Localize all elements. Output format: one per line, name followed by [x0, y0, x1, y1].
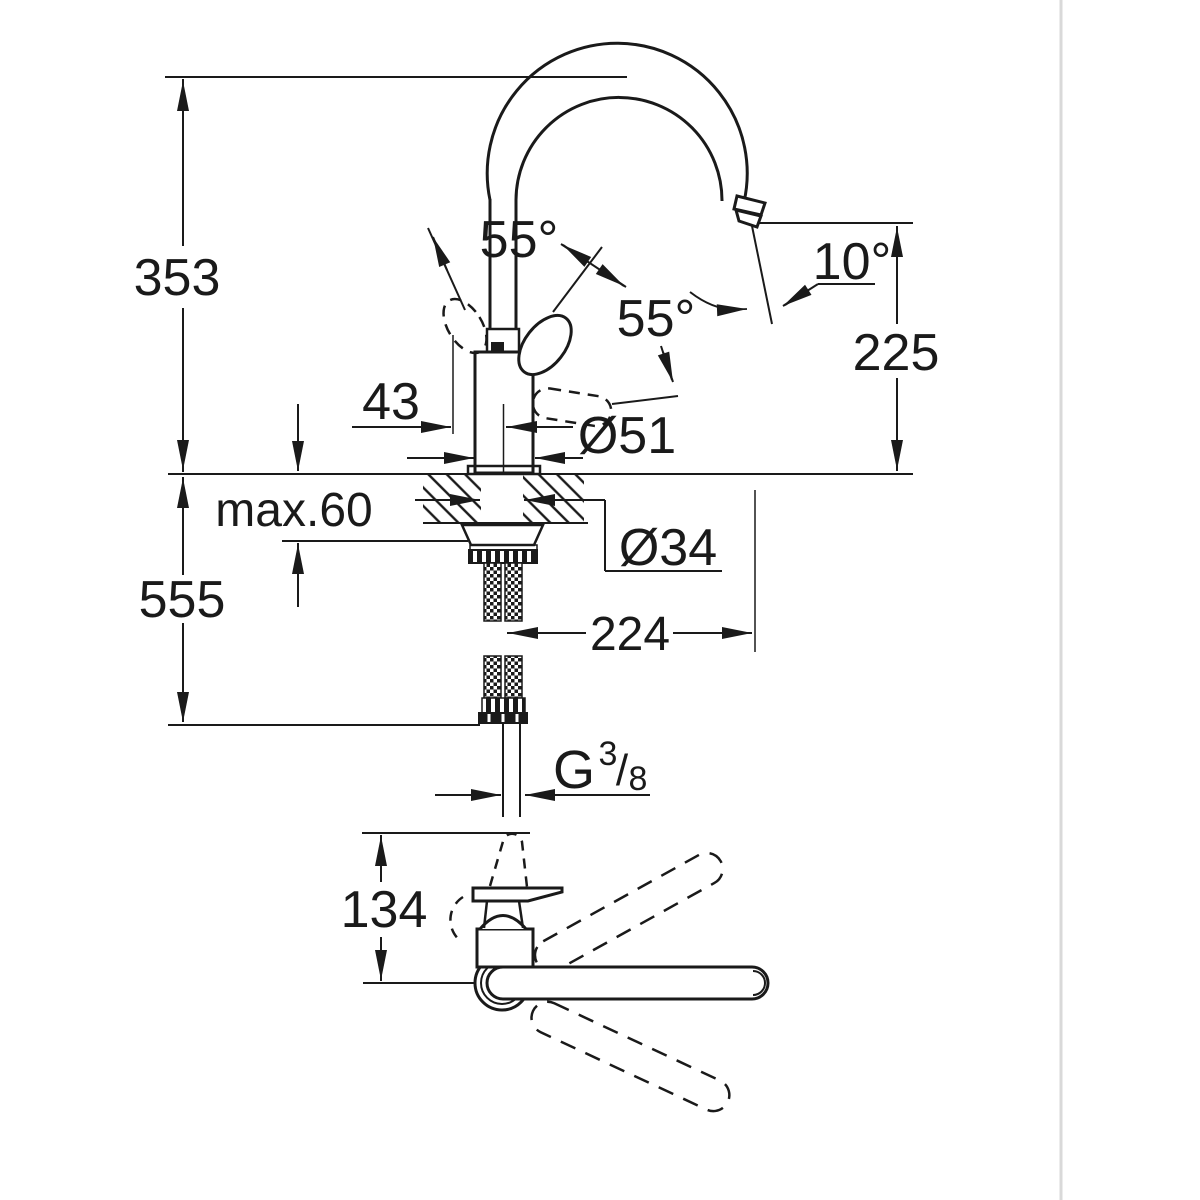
lever-dashed-swung	[449, 895, 464, 944]
mounting-shank	[460, 523, 545, 817]
dimension-max60	[282, 404, 468, 607]
shank-nut	[468, 549, 538, 564]
g38-num: 3	[599, 735, 618, 773]
dim-134-label: 134	[341, 881, 428, 939]
spout-dashed-upper	[533, 851, 724, 973]
g38-den: 8	[629, 760, 648, 798]
spout-plan-bar	[485, 965, 770, 1001]
dim-43-label: 43	[362, 373, 420, 431]
spout-outer-arc	[485, 41, 749, 203]
hose-braid-left-upper	[483, 562, 502, 622]
hose-braid-right-lower	[504, 655, 523, 699]
dim-g38-label: G 3 / 8	[553, 735, 647, 800]
dim-55-swivel-label: 55°	[480, 211, 559, 269]
lever-plate	[471, 886, 564, 903]
dimension-43	[352, 335, 573, 472]
g38-g: G	[553, 740, 595, 800]
spout-tip	[733, 207, 763, 229]
lever-hub	[491, 342, 504, 352]
dim-224-label: 224	[590, 608, 670, 661]
spout-arc	[485, 41, 767, 229]
dim-55-lever-label: 55°	[617, 290, 696, 348]
dim-353-label: 353	[134, 249, 221, 307]
dimension-labels: 353 555 max.60 43 Ø51 Ø34 224 225 10° 55…	[134, 211, 940, 939]
hose-connector-ribbed	[481, 697, 526, 714]
g38-slash: /	[616, 746, 629, 795]
spout-inner-arc	[514, 96, 724, 202]
shank-flange	[460, 523, 545, 547]
dim-dia51-label: Ø51	[578, 407, 676, 465]
dim-225-label: 225	[853, 324, 940, 382]
stream-line	[751, 225, 773, 325]
dim-max60-label: max.60	[215, 484, 372, 537]
dimension-dia34	[415, 494, 722, 572]
cartridge-housing	[475, 927, 535, 969]
spout-dashed-lower	[530, 1000, 731, 1113]
spout-plan-cap-detail	[752, 970, 766, 996]
lever-dashed-raised	[488, 832, 529, 888]
dimension-10deg	[782, 283, 875, 307]
plan-view	[362, 832, 770, 1113]
dim-10deg-label: 10°	[813, 233, 892, 291]
dimension-55-swivel	[427, 227, 627, 313]
outlet-angle-arc	[689, 291, 741, 311]
lever-dashed-left	[442, 297, 488, 355]
lever-positions	[442, 297, 679, 428]
dimension-55-lever	[657, 345, 674, 383]
hose-braid-left-lower	[483, 655, 502, 699]
hose-braid-right-upper	[504, 562, 523, 622]
handle-dome	[478, 914, 528, 930]
dim-dia34-label: Ø34	[619, 519, 717, 577]
lever-solid-up	[517, 314, 573, 376]
front-view	[165, 41, 913, 817]
lever-extension-line	[611, 395, 679, 405]
dimension-224	[507, 490, 756, 652]
dim-555-label: 555	[139, 571, 226, 629]
lever-dashed-horizontal	[531, 387, 613, 428]
